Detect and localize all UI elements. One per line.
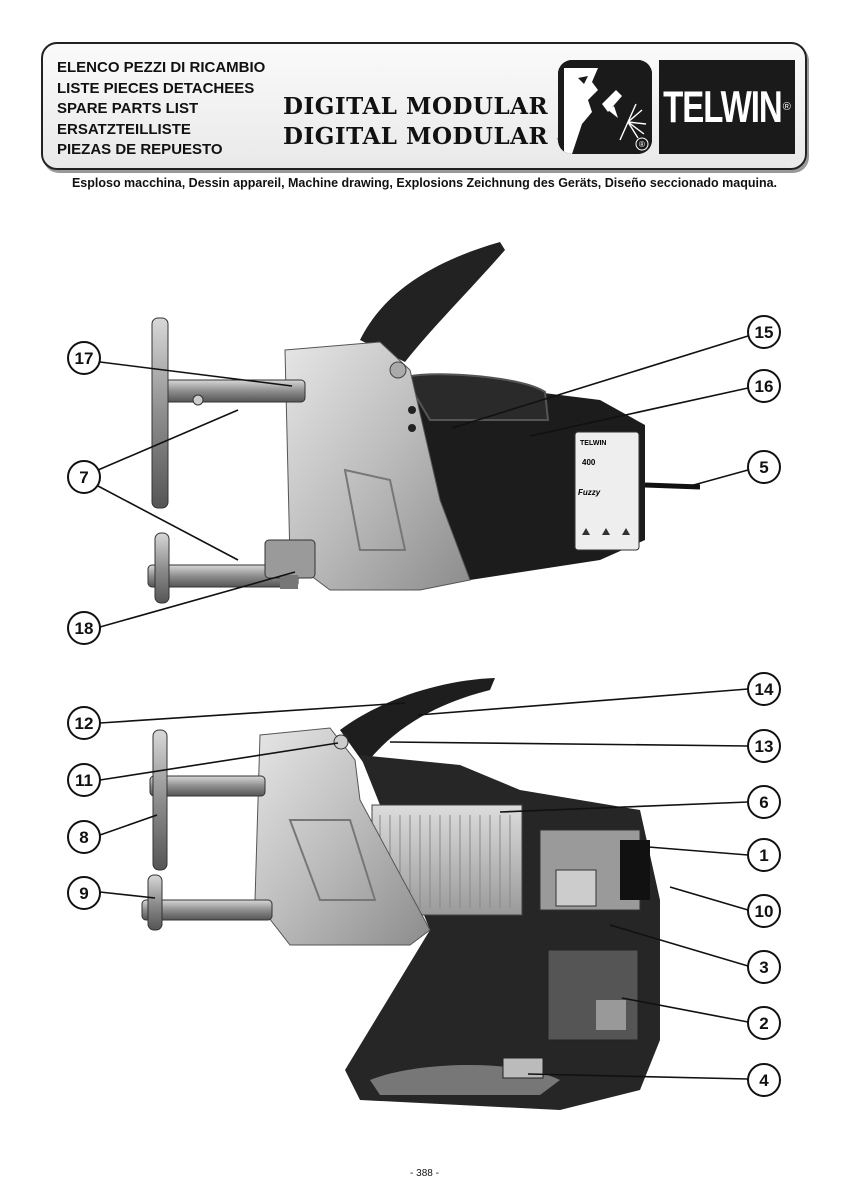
welder-logo-icon: ® (558, 60, 652, 154)
relay (555, 869, 597, 907)
callout-2: 2 (747, 1006, 781, 1040)
callout-10: 10 (747, 894, 781, 928)
nameplate-model: 400 (582, 458, 596, 467)
lower-electrode-open (147, 874, 163, 931)
upper-electrode (151, 317, 169, 509)
svg-text:7: 7 (79, 468, 88, 487)
callout-11: 11 (67, 763, 101, 797)
callout-12: 12 (67, 706, 101, 740)
callouts: 17 7 18 15 16 5 12 11 (67, 315, 781, 1097)
svg-text:12: 12 (75, 714, 94, 733)
casing-recess (343, 468, 407, 551)
lower-electrode (154, 532, 170, 604)
drawing-subtitle: Esploso macchina, Dessin appareil, Machi… (71, 176, 778, 190)
header-box: ELENCO PEZZI DI RICAMBIO LISTE PIECES DE… (41, 42, 807, 170)
power-cable (644, 482, 701, 490)
svg-text:16: 16 (755, 377, 774, 396)
callout-8: 8 (67, 820, 101, 854)
upper-arm-open (149, 775, 266, 797)
svg-text:10: 10 (755, 902, 774, 921)
lever-arm (340, 678, 495, 765)
logo-registered-mark: ® (639, 140, 645, 149)
callout-1: 1 (747, 838, 781, 872)
title-french: LISTE PIECES DETACHEES (57, 79, 255, 97)
callout-6: 6 (747, 785, 781, 819)
svg-text:17: 17 (75, 349, 94, 368)
page-number: - 388 - (410, 1168, 439, 1179)
svg-text:15: 15 (755, 323, 774, 342)
cable-gland (620, 840, 650, 900)
callout-4: 4 (747, 1063, 781, 1097)
svg-text:14: 14 (755, 680, 774, 699)
telwin-logo: TELWIN® (659, 60, 795, 154)
svg-text:4: 4 (759, 1071, 769, 1090)
carry-handle (403, 373, 550, 421)
title-italian: ELENCO PEZZI DI RICAMBIO (57, 59, 266, 76)
top-lever (360, 242, 505, 362)
title-english: SPARE PARTS LIST (57, 100, 199, 117)
brand-wordmark: TELWIN (663, 81, 783, 132)
callout-9: 9 (67, 876, 101, 910)
control-panel (574, 431, 640, 551)
svg-text:11: 11 (75, 771, 93, 790)
callout-17: 17 (67, 341, 101, 375)
svg-text:3: 3 (759, 958, 768, 977)
svg-text:13: 13 (755, 737, 774, 756)
model-230: DIGITAL MODULAR 230 (283, 93, 607, 120)
nameplate-badge: Fuzzy (578, 488, 601, 497)
opened-welder (141, 678, 660, 1110)
lower-arm-open (141, 899, 273, 921)
callout-15: 15 (747, 315, 781, 349)
svg-text:8: 8 (79, 828, 88, 847)
title-german: ERSATZTEILLISTE (57, 120, 191, 138)
callout-18: 18 (67, 611, 101, 645)
callout-14: 14 (747, 672, 781, 706)
svg-text:6: 6 (759, 793, 768, 812)
lower-arm-bracket (264, 539, 316, 579)
callout-3: 3 (747, 950, 781, 984)
title-spanish: PIEZAS DE REPUESTO (57, 141, 223, 158)
terminal-block (502, 1057, 544, 1079)
spare-parts-titles: ELENCO PEZZI DI RICAMBIO LISTE PIECES DE… (57, 58, 265, 161)
brand-registered-mark: ® (782, 101, 791, 113)
svg-text:2: 2 (759, 1014, 768, 1033)
callout-7: 7 (67, 460, 101, 494)
leader-lines (97, 335, 749, 1080)
svg-text:1: 1 (759, 846, 768, 865)
svg-text:18: 18 (75, 619, 94, 638)
assembled-welder: TELWIN 400 Fuzzy (147, 242, 701, 604)
model-names: DIGITAL MODULAR 230 DIGITAL MODULAR 400 (283, 92, 606, 152)
upper-electrode-open (152, 729, 168, 871)
callout-16: 16 (747, 369, 781, 403)
svg-text:5: 5 (759, 458, 768, 477)
callout-5: 5 (747, 450, 781, 484)
svg-text:9: 9 (79, 884, 88, 903)
upper-arm (164, 379, 306, 403)
callout-13: 13 (747, 729, 781, 763)
model-400: DIGITAL MODULAR 400 (283, 123, 607, 150)
nameplate-brand: TELWIN (580, 440, 606, 447)
